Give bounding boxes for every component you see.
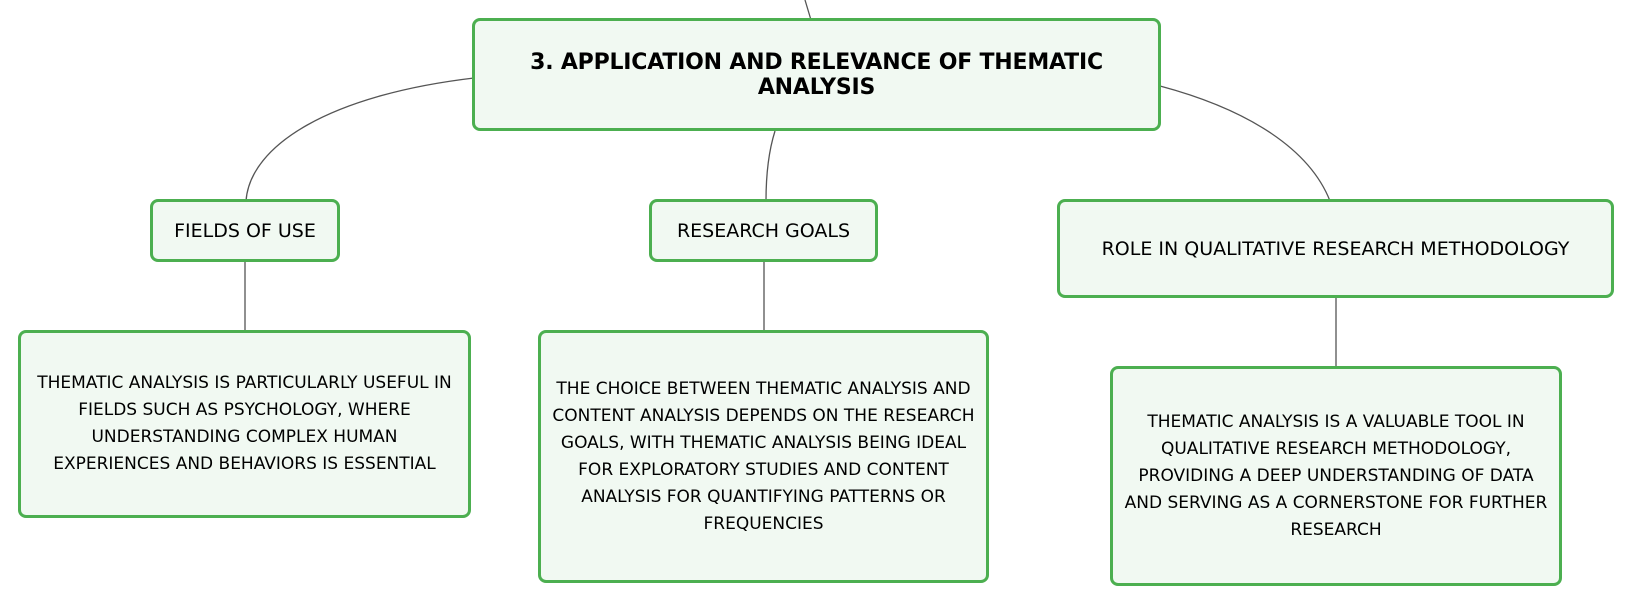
connector-root-to-role — [1159, 85, 1331, 202]
root-topic-label: 3. APPLICATION AND RELEVANCE OF THEMATIC… — [530, 49, 1103, 100]
branch-label-research-goals: RESEARCH GOALS — [676, 219, 851, 242]
detail-text-fields-of-use: THEMATIC ANALYSIS IS PARTICULARLY USEFUL… — [37, 373, 452, 474]
detail-node-role-in-qualitative-research[interactable]: THEMATIC ANALYSIS IS A VALUABLE TOOL IN … — [1110, 366, 1562, 586]
connector-root-to-research-goals — [765, 130, 776, 202]
branch-node-fields-of-use[interactable]: FIELDS OF USE — [150, 199, 340, 262]
connector-from-parent — [804, 0, 812, 21]
root-topic-node[interactable]: 3. APPLICATION AND RELEVANCE OF THEMATIC… — [472, 18, 1161, 131]
branch-label-role-in-qualitative-research: ROLE IN QUALITATIVE RESEARCH METHODOLOGY — [1101, 237, 1570, 260]
detail-text-research-goals: THE CHOICE BETWEEN THEMATIC ANALYSIS AND… — [552, 378, 975, 534]
connector-root-to-fields-of-use — [245, 77, 475, 202]
detail-node-research-goals[interactable]: THE CHOICE BETWEEN THEMATIC ANALYSIS AND… — [538, 330, 989, 583]
detail-text-role-in-qualitative-research: THEMATIC ANALYSIS IS A VALUABLE TOOL IN … — [1124, 411, 1548, 540]
branch-node-role-in-qualitative-research[interactable]: ROLE IN QUALITATIVE RESEARCH METHODOLOGY — [1057, 199, 1614, 298]
branch-node-research-goals[interactable]: RESEARCH GOALS — [649, 199, 878, 262]
detail-node-fields-of-use[interactable]: THEMATIC ANALYSIS IS PARTICULARLY USEFUL… — [18, 330, 471, 518]
branch-label-fields-of-use: FIELDS OF USE — [174, 219, 316, 242]
